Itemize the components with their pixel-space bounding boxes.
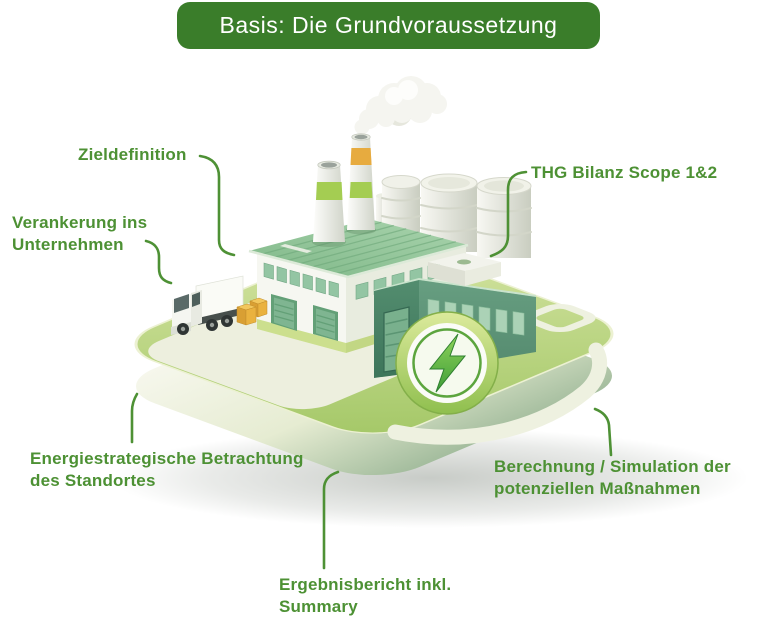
- smokestack-tall: [347, 133, 375, 230]
- windshield: [174, 294, 189, 313]
- smoke-plume: [354, 76, 447, 135]
- storage-tanks: [376, 173, 532, 258]
- rooftop-hvac-unit: [428, 253, 501, 286]
- smokestacks: [248, 133, 469, 279]
- window-row-front: [263, 262, 339, 298]
- lightning-bolt-icon: [428, 333, 467, 393]
- connector-zieldefinition: [198, 154, 236, 257]
- callout-thg: THG Bilanz Scope 1&2: [531, 163, 718, 182]
- callout-ergebnis: Ergebnisbericht inkl. Summary: [279, 575, 452, 616]
- delivery-truck: [171, 273, 246, 335]
- connector-energie: [130, 392, 139, 444]
- title-banner: Basis: Die Grundvoraussetzung: [177, 2, 600, 49]
- callout-verankerung: Verankerung ins Unternehmen: [12, 213, 148, 254]
- callout-berechnung: Berechnung / Simulation der potenziellen…: [494, 457, 731, 498]
- roof-skylight: [280, 244, 312, 253]
- energy-badge: [395, 311, 499, 415]
- callout-zieldefinition: Zieldefinition: [78, 145, 187, 164]
- ground-shadow: [112, 428, 748, 528]
- loading-door-2: [313, 305, 338, 341]
- callout-connectors: [130, 154, 613, 570]
- cargo-crates: [236, 297, 268, 326]
- connector-thg: [489, 170, 528, 258]
- loading-door-1: [271, 294, 297, 331]
- connector-ergebnis: [322, 470, 340, 570]
- path-road: [387, 342, 608, 445]
- connector-berechnung: [593, 407, 613, 457]
- connector-verankerung: [144, 239, 173, 285]
- smokestack-short: [313, 160, 345, 242]
- callout-energie: Energiestrategische Betrachtung des Stan…: [30, 449, 304, 490]
